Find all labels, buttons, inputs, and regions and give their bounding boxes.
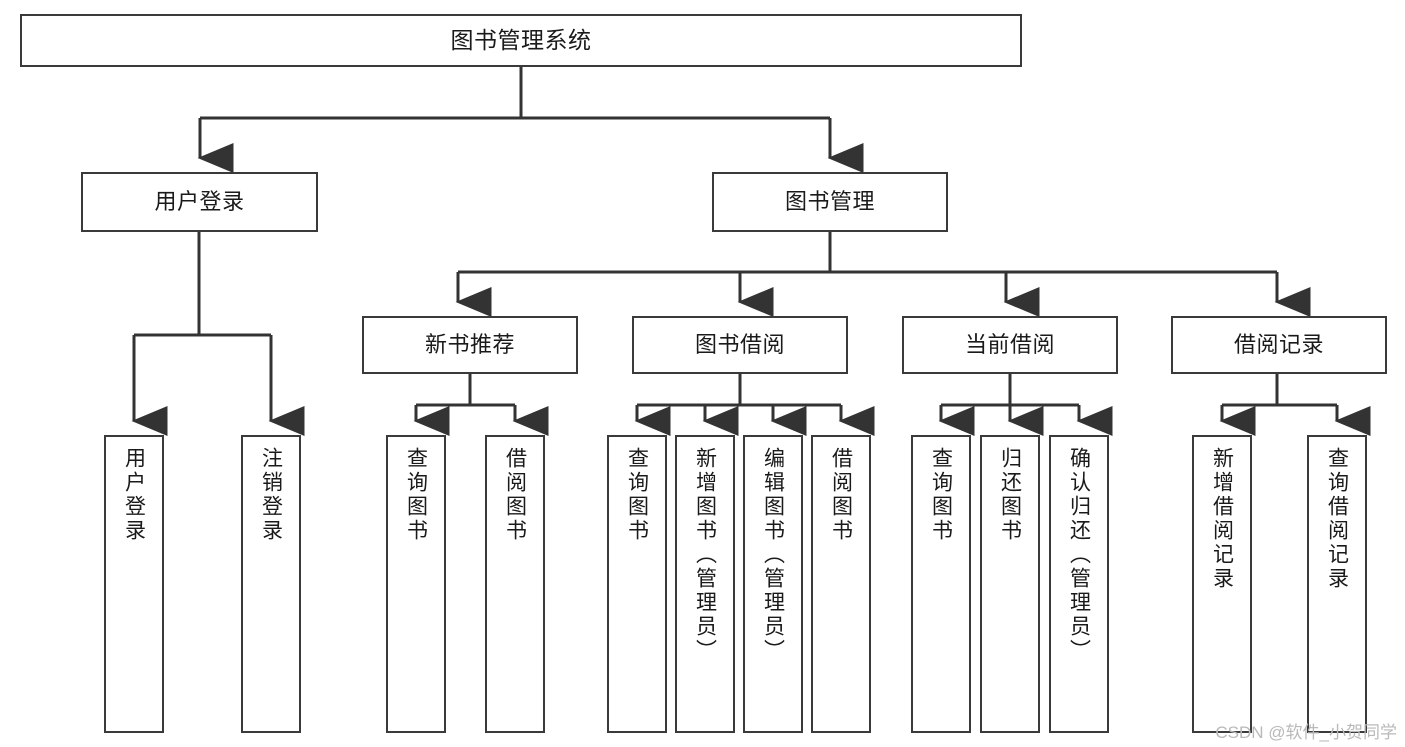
leaf-borrow-edit-book-admin[interactable]: 编辑图书（管理员）	[743, 435, 803, 733]
node-label: 编辑图书（管理员）	[761, 447, 785, 663]
leaf-record-query-record[interactable]: 查询借阅记录	[1307, 435, 1367, 733]
node-label: 注销登录	[259, 447, 283, 543]
node-label: 图书借阅	[694, 332, 785, 358]
node-label: 查询图书	[404, 447, 428, 543]
node-label: 借阅图书	[829, 447, 853, 543]
node-label: 查询借阅记录	[1325, 447, 1349, 591]
node-label: 当前借阅	[964, 332, 1055, 358]
node-label: 用户登录	[122, 447, 146, 543]
node-label: 图书管理系统	[450, 26, 592, 53]
node-label: 确认归还（管理员）	[1067, 447, 1091, 663]
node-borrow-record[interactable]: 借阅记录	[1171, 316, 1387, 374]
node-root-system[interactable]: 图书管理系统	[20, 14, 1022, 67]
node-new-book-recommend[interactable]: 新书推荐	[362, 316, 578, 374]
node-label: 借阅记录	[1233, 332, 1324, 358]
leaf-current-query-book[interactable]: 查询图书	[911, 435, 971, 733]
leaf-user-login-logout[interactable]: 注销登录	[241, 435, 301, 733]
node-label: 借阅图书	[503, 447, 527, 543]
node-label: 新增借阅记录	[1210, 447, 1234, 591]
node-label: 查询图书	[929, 447, 953, 543]
csdn-watermark: CSDN @软件_小贺同学	[1215, 723, 1397, 742]
leaf-current-confirm-return-admin[interactable]: 确认归还（管理员）	[1049, 435, 1109, 733]
leaf-recommend-borrow-book[interactable]: 借阅图书	[485, 435, 545, 733]
leaf-user-login-login[interactable]: 用户登录	[104, 435, 164, 733]
node-label: 新增图书（管理员）	[693, 447, 717, 663]
leaf-borrow-query-book[interactable]: 查询图书	[607, 435, 667, 733]
leaf-borrow-borrow-book[interactable]: 借阅图书	[811, 435, 871, 733]
node-label: 用户登录	[154, 189, 245, 215]
node-current-borrow[interactable]: 当前借阅	[902, 316, 1118, 374]
node-label: 归还图书	[998, 447, 1022, 543]
leaf-current-return-book[interactable]: 归还图书	[980, 435, 1040, 733]
node-label: 查询图书	[625, 447, 649, 543]
node-book-borrow[interactable]: 图书借阅	[632, 316, 848, 374]
node-label: 图书管理	[784, 189, 875, 215]
node-book-management[interactable]: 图书管理	[712, 172, 948, 232]
node-user-login[interactable]: 用户登录	[81, 172, 318, 232]
leaf-record-add-record[interactable]: 新增借阅记录	[1192, 435, 1252, 733]
leaf-borrow-add-book-admin[interactable]: 新增图书（管理员）	[675, 435, 735, 733]
leaf-recommend-query-book[interactable]: 查询图书	[386, 435, 446, 733]
node-label: 新书推荐	[424, 332, 515, 358]
